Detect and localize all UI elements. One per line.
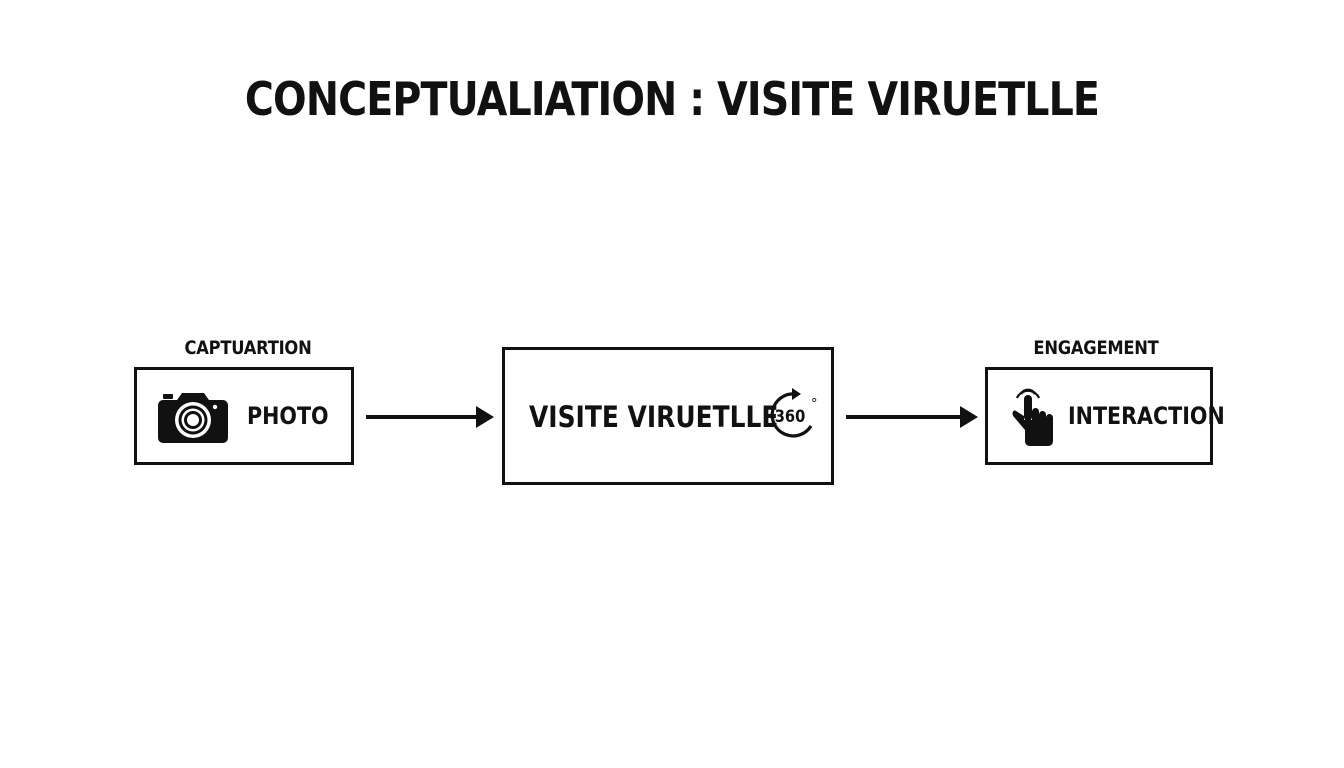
rotate-360-icon: 360 °: [770, 388, 818, 438]
interaction-box: INTERACTION: [985, 367, 1225, 465]
interaction-box-text: INTERACTION: [1068, 402, 1225, 430]
rotate-360-icon-text: 360: [775, 406, 806, 426]
visite-viruetlle-box: VISITE VIRUETLLE 360 °: [502, 347, 834, 485]
photo-box: PHOTO: [134, 367, 354, 465]
stage-label-engagement: ENGAGEMENT: [1033, 337, 1159, 359]
diagram-title: CONCEPTUALIATION : VISITE VIRUETLLE: [244, 72, 1100, 126]
visite-viruetlle-box-text: VISITE VIRUETLLE: [529, 400, 779, 434]
arrow-photo-to-visite: [366, 406, 494, 428]
camera-icon: [158, 393, 228, 443]
hand-pointer-icon: [1012, 388, 1053, 446]
stage-label-captuartion: CAPTUARTION: [184, 337, 312, 359]
rotate-360-icon-degree: °: [811, 397, 818, 412]
arrow-visite-to-interaction: [846, 406, 978, 428]
photo-box-text: PHOTO: [247, 402, 329, 430]
